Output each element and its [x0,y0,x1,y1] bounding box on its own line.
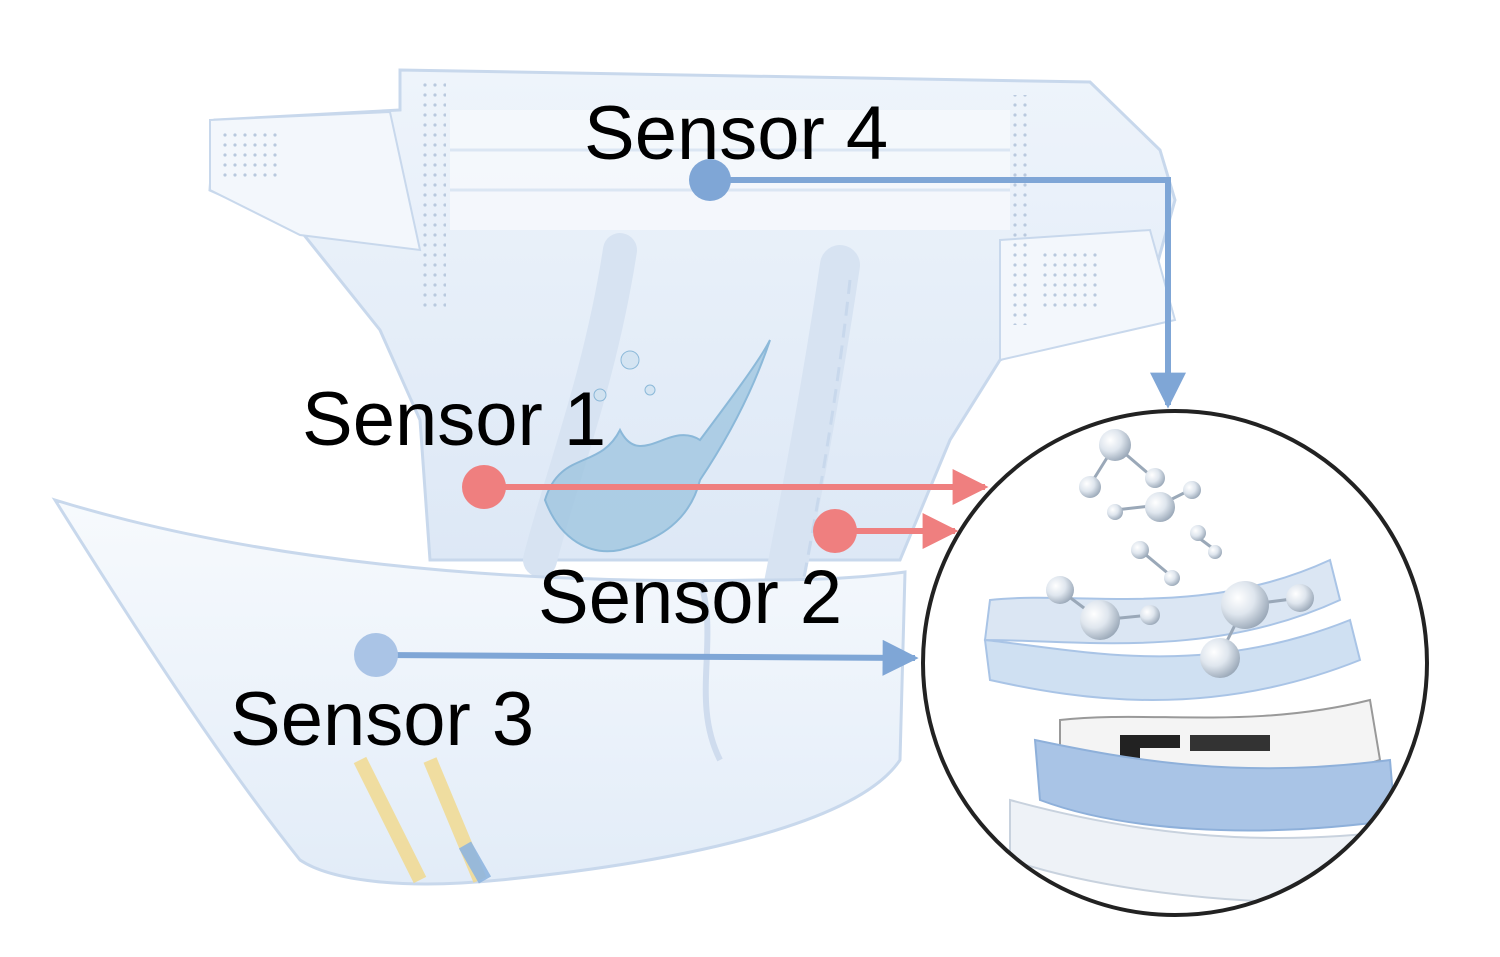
sensor-3-label: Sensor 3 [230,677,535,762]
detail-view [921,409,1429,917]
sensor-connectors [354,159,1186,677]
sensor-4-label: Sensor 4 [584,91,889,176]
sensor-4-connector [710,177,1186,409]
sensor-2-marker [813,509,857,553]
sensor-1-label: Sensor 1 [302,377,607,462]
sensor-1-marker [462,465,506,509]
sensor-4-marker [689,159,731,201]
sensor-2-label: Sensor 2 [538,555,843,640]
diaper-back-panel [208,68,1177,721]
diaper-front-panel [51,497,907,886]
sensor-3-connector [375,639,919,676]
detail-circle-outline [921,409,1429,917]
sensor-3-marker [354,633,398,677]
water-splash [543,339,771,553]
